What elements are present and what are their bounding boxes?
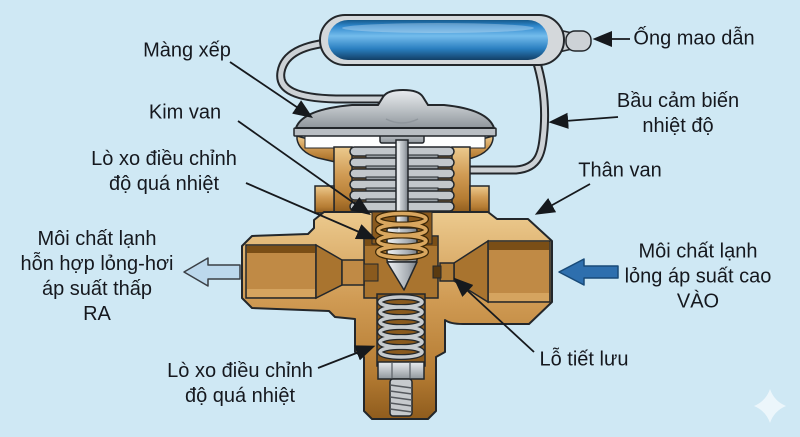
sparkle-icon <box>754 389 786 423</box>
pointer-arrows <box>229 30 630 369</box>
inlet-flow-arrow-icon <box>558 258 619 286</box>
adjuster-stud <box>389 378 413 417</box>
superheat-spring-upper <box>375 210 429 261</box>
diaphragm-plate <box>293 127 497 137</box>
label-line: độ quá nhiệt <box>108 173 220 195</box>
label-line: áp suất thấp <box>41 278 153 300</box>
pointer-lo-xo-tren <box>245 182 377 240</box>
label-line: VÀO <box>676 290 720 313</box>
adjuster-nut <box>377 361 425 380</box>
label-line: Bầu cảm biến <box>616 90 740 112</box>
dome-detail <box>385 118 419 124</box>
bulb-highlight <box>342 23 534 33</box>
tower-wall-right <box>451 146 471 214</box>
orifice-land <box>439 262 455 282</box>
label-bau-cam-bien: Bầu cảm biến nhiệt độ <box>617 89 739 139</box>
label-line: Lò xo điều chỉnh <box>167 360 313 382</box>
pointer-bau-cam-bien <box>548 112 619 129</box>
pointer-mang-xep <box>229 61 313 119</box>
bulb-tip <box>565 30 592 52</box>
label-lo-xo-duoi: Lò xo điều chỉnh độ quá nhiệt <box>167 359 313 409</box>
label-lo-xo-tren: Lò xo điều chỉnh độ quá nhiệt <box>91 147 237 197</box>
label-kim-van: Kim van <box>148 101 222 124</box>
capillary-tube-right <box>463 55 550 175</box>
lower-spring-assembly <box>376 293 426 417</box>
label-line: Môi chất lạnh <box>37 228 157 250</box>
label-line: RA <box>83 303 111 325</box>
label-line: lỏng áp suất cao <box>624 265 772 288</box>
sensing-bulb <box>319 14 592 66</box>
outlet-port-bore <box>245 243 379 300</box>
label-inlet-flow: Môi chất lạnh lỏng áp suất cao VÀO <box>625 240 772 315</box>
label-outlet-flow: Môi chất lạnh hỗn hợp lỏng-hơi áp suất t… <box>21 227 174 327</box>
needle-tip <box>386 261 418 291</box>
outlet-flow-arrow-icon <box>183 257 241 287</box>
label-mang-xep: Màng xếp <box>143 39 231 62</box>
label-line: hỗn hợp lỏng-hơi <box>20 253 174 275</box>
tower-wall-left <box>333 146 353 214</box>
orifice-hole <box>432 265 442 279</box>
pointer-than-van <box>534 183 591 215</box>
label-than-van: Thân van <box>578 159 662 182</box>
pointer-lo-tiet-luu <box>453 277 535 353</box>
needle-stem <box>395 139 409 236</box>
tower-tab-left <box>314 185 335 214</box>
capillary-tube-left <box>276 37 405 104</box>
label-ong-mao-dan: Ống mao dẫn <box>633 27 755 50</box>
pointer-kim-van <box>237 120 371 216</box>
label-line: Môi chất lạnh <box>638 240 758 263</box>
diaphragm-dome <box>294 88 496 129</box>
superheat-spring-lower <box>377 294 425 360</box>
bulb-fluid <box>328 20 548 60</box>
label-line: độ quá nhiệt <box>184 385 296 407</box>
pointer-lo-xo-duoi <box>317 345 376 369</box>
tower-tab-right <box>469 185 490 214</box>
label-lo-tiet-luu: Lỗ tiết lưu <box>539 348 629 371</box>
label-line: nhiệt độ <box>642 115 714 137</box>
label-line: Lò xo điều chỉnh <box>91 148 237 170</box>
